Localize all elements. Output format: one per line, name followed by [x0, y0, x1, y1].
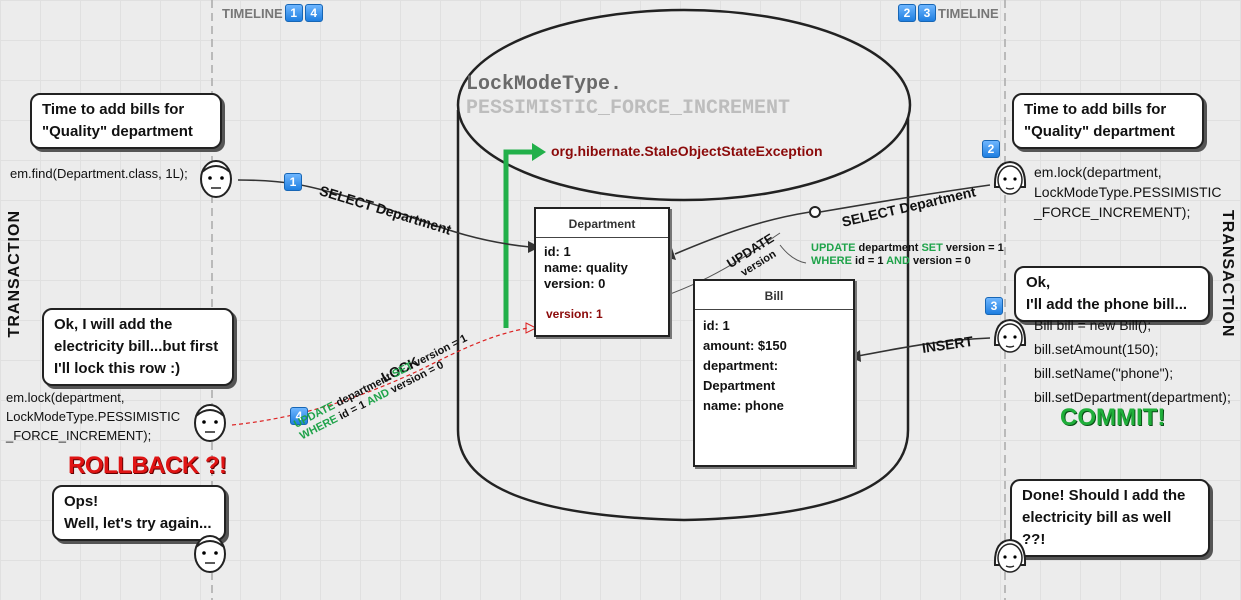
timeline-right-badge-2: 2: [898, 4, 916, 22]
commit-text: COMMIT!: [1060, 404, 1166, 431]
department-version-new: version: 1: [546, 307, 603, 321]
right-sql-cond1: id = 1: [855, 255, 884, 267]
left-bubble-3: Ops! Well, let's try again...: [52, 485, 226, 541]
timeline-left-label: TIMELINE 1 4: [222, 4, 323, 22]
right-update-sql: UPDATE department SET version = 1 WHERE …: [811, 242, 1004, 268]
bill-table-header: Bill: [695, 281, 853, 310]
left-avatar-3: [190, 533, 230, 580]
bill-table: Bill id: 1 amount: $150 department: Depa…: [693, 279, 855, 467]
left-avatar-1: [196, 158, 236, 205]
step-badge-1: 1: [284, 173, 302, 191]
right-code-insert: Bill bill = new Bill(); bill.setAmount(1…: [1034, 317, 1231, 405]
right-sql-and-kw: AND: [886, 255, 910, 267]
db-title: LockModeType. PESSIMISTIC_FORCE_INCREMEN…: [466, 73, 790, 121]
left-bubble-2: Ok, I will add the electricity bill...bu…: [42, 308, 234, 386]
left-avatar-2: [190, 402, 230, 449]
right-sql-set-kw: SET: [921, 242, 943, 254]
right-code-lock: em.lock(department, LockModeType.PESSIMI…: [1034, 164, 1222, 220]
transaction-right-label: TRANSACTION: [1219, 210, 1236, 338]
right-avatar-3: [990, 535, 1030, 582]
timeline-right-label: 2 3 TIMELINE: [898, 4, 999, 22]
right-avatar-2: [990, 315, 1030, 362]
right-sql-table: department: [858, 242, 919, 254]
department-table-header: Department: [536, 209, 668, 238]
timeline-left-badge-4: 4: [304, 4, 323, 22]
left-code-lock: em.lock(department, LockModeType.PESSIMI…: [6, 390, 181, 443]
right-bubble-2: Ok, I'll add the phone bill...: [1014, 266, 1210, 322]
right-sql-where-kw: WHERE: [811, 255, 852, 267]
right-bubble-1: Time to add bills for "Quality" departme…: [1012, 93, 1204, 149]
left-code-find: em.find(Department.class, 1L);: [10, 166, 188, 181]
lock-green-arrow: [503, 149, 536, 328]
step-badge-2: 2: [982, 140, 1000, 158]
right-sql-version: version = 1: [945, 242, 1004, 254]
stale-exception-text: org.hibernate.StaleObjectStateException: [551, 143, 823, 159]
database-cylinder: [456, 8, 912, 522]
timeline-left-text: TIMELINE: [222, 5, 283, 21]
timeline-left-badge-1: 1: [284, 4, 303, 22]
right-bubble-3: Done! Should I add the electricity bill …: [1010, 479, 1210, 557]
right-sql-update-kw: UPDATE: [811, 242, 856, 254]
step-badge-3: 3: [985, 297, 1003, 315]
rollback-text: ROLLBACK ?!: [68, 452, 227, 479]
timeline-right-text: TIMELINE: [938, 5, 999, 21]
right-sql-cond2: version = 0: [913, 255, 971, 267]
left-bubble-1: Time to add bills for "Quality" departme…: [30, 93, 222, 149]
timeline-right-badge-3: 3: [918, 4, 936, 22]
bill-table-body: id: 1 amount: $150 department: Departmen…: [703, 318, 787, 413]
department-table: Department id: 1 name: quality version: …: [534, 207, 670, 337]
department-table-body: id: 1 name: quality version: 0: [544, 244, 628, 291]
transaction-left-label: TRANSACTION: [6, 210, 23, 338]
right-avatar-1: [990, 157, 1030, 204]
db-title-line1: LockModeType.: [466, 73, 623, 96]
step-badge-4: 4: [290, 407, 308, 425]
db-title-line2: PESSIMISTIC_FORCE_INCREMENT: [466, 97, 791, 120]
